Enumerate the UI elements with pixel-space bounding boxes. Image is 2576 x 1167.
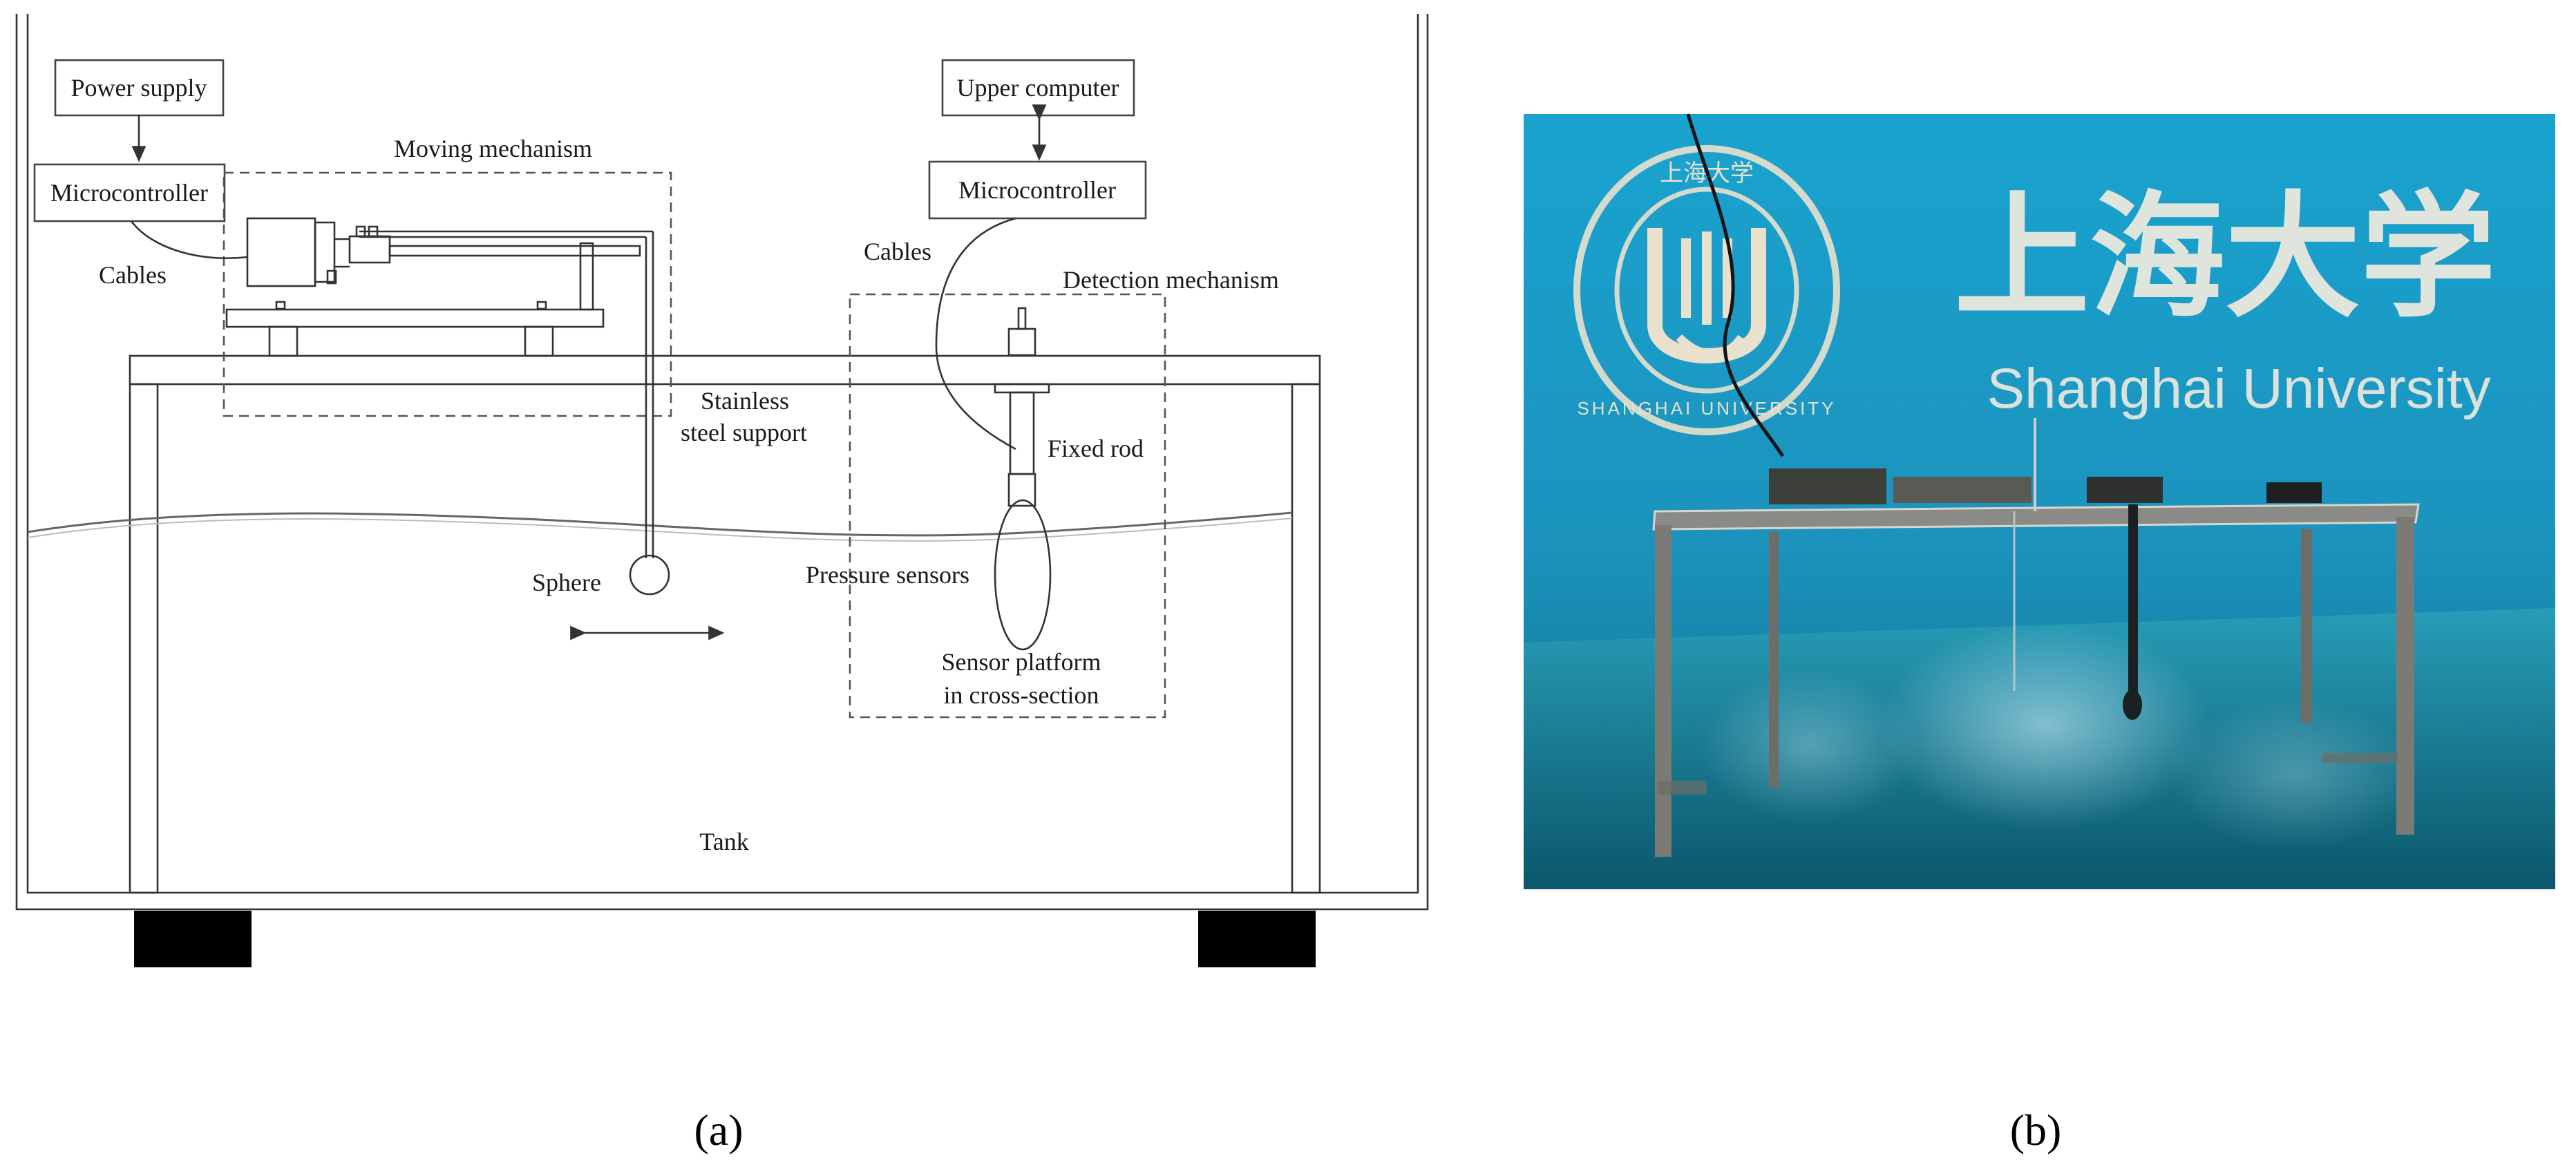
cables-left-label: Cables bbox=[99, 261, 167, 289]
sensor-platform-label-line2: in cross-section bbox=[944, 681, 1099, 709]
fixed-rod-label: Fixed rod bbox=[1048, 435, 1144, 462]
photo-cable bbox=[1686, 113, 1785, 457]
banner-english: Shanghai University bbox=[1987, 357, 2490, 420]
panel-a-schematic: Power supply Microcontroller Moving mech… bbox=[15, 14, 1429, 967]
panel-b-photo: 上海大学 SHANGHAI UNIVERSITY 上海大学 Shanghai U… bbox=[1524, 113, 2555, 889]
moving-mechanism-hardware bbox=[225, 217, 654, 558]
microcontroller-right-box bbox=[928, 160, 1147, 220]
pressure-sensors-label: Pressure sensors bbox=[806, 561, 969, 589]
stainless-label-line1: Stainless bbox=[701, 387, 789, 415]
tank-label: Tank bbox=[699, 828, 748, 855]
tank-outer-wall bbox=[15, 14, 1429, 911]
caption-b: (b) bbox=[2010, 1106, 2062, 1155]
tank-foot-left bbox=[134, 911, 252, 967]
microcontroller-right-label: Microcontroller bbox=[958, 176, 1116, 204]
sphere-label: Sphere bbox=[532, 569, 601, 596]
photo-table bbox=[1652, 418, 2420, 857]
banner-chinese: 上海大学 bbox=[1954, 182, 2496, 333]
cable-right bbox=[935, 217, 1016, 450]
power-supply-label: Power supply bbox=[71, 74, 207, 102]
detection-mechanism-box bbox=[849, 293, 1166, 719]
moving-mechanism-box bbox=[222, 171, 672, 417]
sphere bbox=[629, 554, 670, 596]
sensor-platform-label-line1: Sensor platform bbox=[942, 648, 1101, 676]
power-supply-box bbox=[54, 59, 225, 117]
tank-inner-wall bbox=[26, 14, 1419, 894]
cables-right-label: Cables bbox=[864, 238, 931, 265]
logo-ring-text: SHANGHAI UNIVERSITY bbox=[1577, 398, 1836, 419]
detection-hardware bbox=[994, 307, 1050, 507]
caption-a: (a) bbox=[694, 1106, 743, 1155]
microcontroller-left-label: Microcontroller bbox=[50, 179, 208, 207]
moving-mechanism-label: Moving mechanism bbox=[394, 135, 592, 162]
detection-mechanism-label: Detection mechanism bbox=[1063, 266, 1279, 294]
water-surface bbox=[27, 511, 1293, 537]
sensor-platform bbox=[994, 499, 1052, 651]
stainless-label-line2: steel support bbox=[681, 419, 807, 446]
tank-foot-right bbox=[1198, 911, 1316, 967]
university-logo: 上海大学 SHANGHAI UNIVERSITY bbox=[1573, 145, 1840, 435]
upper-computer-label: Upper computer bbox=[957, 74, 1119, 102]
cable-left bbox=[130, 220, 248, 260]
stainless-steel-support bbox=[129, 354, 1321, 894]
